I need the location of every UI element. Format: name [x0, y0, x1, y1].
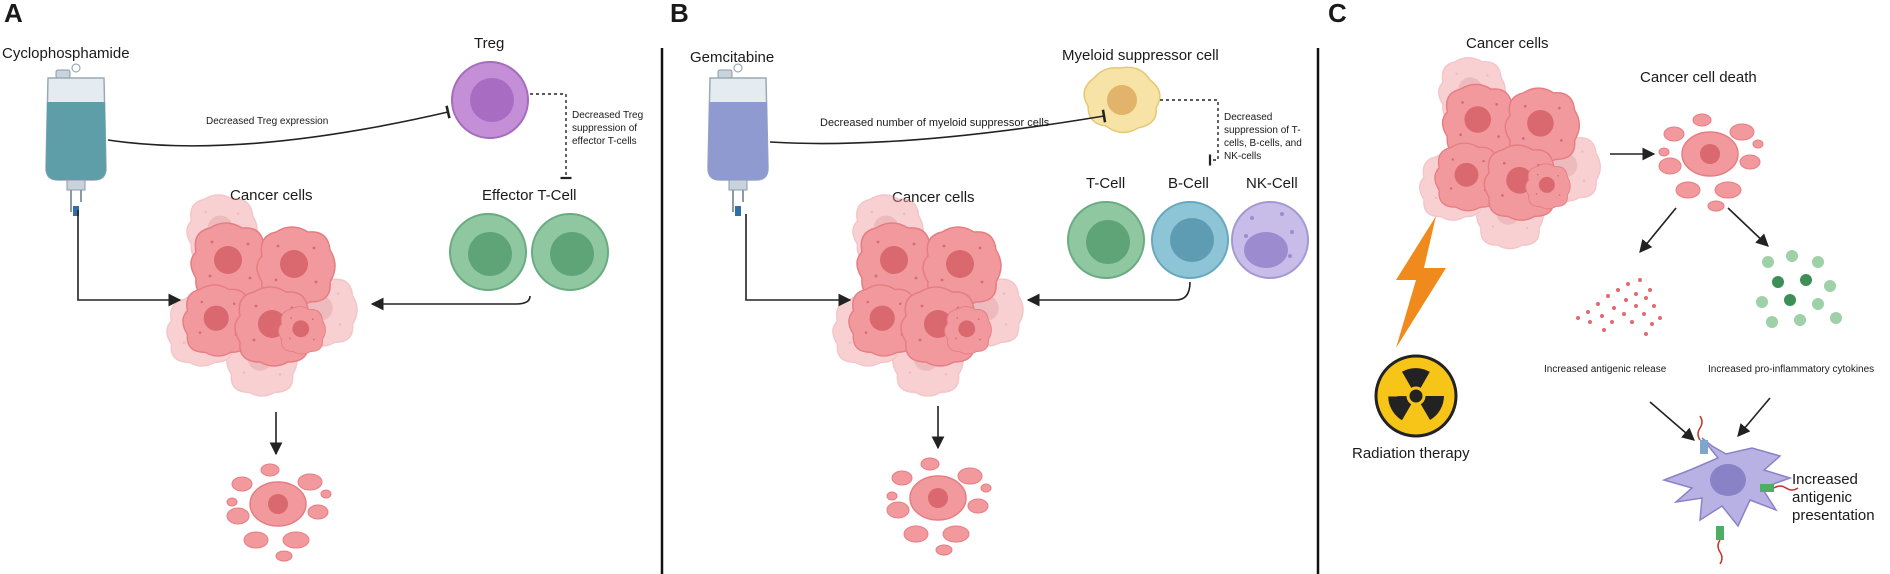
panel-c-letter: C [1328, 0, 1347, 28]
myeloid-cell-icon [1083, 66, 1161, 134]
drug-label-gemcitabine: Gemcitabine [690, 49, 774, 66]
panel-b-letter: B [670, 0, 689, 28]
tcell-label: T-Cell [1086, 175, 1125, 192]
cancer-cluster-c [1420, 58, 1601, 249]
arrow-death-to-antigen [1639, 207, 1677, 253]
edge-label-treg: Decreased Treg expression [206, 116, 328, 127]
edge-label-myeloid: Decreased number of myeloid suppressor c… [820, 117, 1050, 129]
inhibit-edge-treg [107, 105, 451, 147]
myeloid-supp-line-3: cells, B-cells, and [1224, 138, 1302, 149]
iv-bag-icon [45, 63, 107, 217]
panel-b: B Gemcitabine Myeloid suppressor cell De… [670, 0, 1309, 556]
cancer-cluster-b [833, 195, 1023, 396]
arrow-death-to-cytokines [1727, 207, 1769, 247]
bcell-label: B-Cell [1168, 175, 1209, 192]
arrow-drug-to-cancer-b [745, 214, 852, 307]
presentation-line-1: Increased [1792, 471, 1858, 488]
cytokines-label: Increased pro-inflammatory cytokines [1708, 364, 1874, 375]
cancer-cells-label-a: Cancer cells [230, 187, 313, 204]
presentation-line-3: presentation [1792, 507, 1875, 524]
lightning-icon [1396, 216, 1446, 348]
inhibit-edge-treg-effector [530, 93, 572, 180]
treg-label: Treg [474, 35, 504, 52]
myeloid-supp-line-4: NK-cells [1224, 151, 1261, 162]
presentation-line-2: antigenic [1792, 489, 1853, 506]
drug-label-cyclophosphamide: Cyclophosphamide [2, 45, 130, 62]
arrow-effector-to-cancer [370, 295, 531, 311]
myeloid-supp-line-2: suppression of T- [1224, 125, 1301, 136]
dendritic-cell-icon [1661, 415, 1799, 565]
effector-tcell-icon [449, 213, 609, 291]
arrow-cytokines-to-dc [1737, 397, 1771, 437]
panel-a-letter: A [4, 0, 23, 28]
inhibit-edge-myeloid-cells [1160, 99, 1219, 166]
panel-c: C Cancer cells Cancer cell death Radiati… [1328, 0, 1875, 565]
arrow-antigen-to-dc [1649, 401, 1695, 441]
arrow-drug-to-cancer-a [77, 210, 182, 307]
cell-death-label: Cancer cell death [1640, 69, 1757, 86]
inhibit-edge-myeloid [769, 109, 1107, 145]
cancer-cluster-a [167, 195, 357, 396]
myeloid-label: Myeloid suppressor cell [1062, 47, 1219, 64]
cancer-cells-label-c: Cancer cells [1466, 35, 1549, 52]
dead-cell-c [1658, 113, 1764, 212]
tcell-icon [1067, 201, 1145, 279]
suppression-line-1: Decreased Treg [572, 110, 643, 121]
dead-cell-b [886, 457, 992, 556]
radiation-label: Radiation therapy [1352, 445, 1470, 462]
radiation-icon [1374, 354, 1458, 438]
suppression-line-2: suppression of [572, 123, 637, 134]
effector-tcell-label: Effector T-Cell [482, 187, 576, 204]
dead-cell-a [226, 463, 332, 562]
iv-bag-icon-b [707, 63, 769, 217]
antigen-dots-icon [1576, 278, 1662, 336]
myeloid-supp-line-1: Decreased [1224, 112, 1272, 123]
arrow-immune-to-cancer [1026, 281, 1191, 307]
antigen-release-label: Increased antigenic release [1544, 364, 1667, 375]
suppression-line-3: effector T-cells [572, 136, 637, 147]
cytokines-dots-icon [1756, 250, 1842, 328]
nkcell-icon [1231, 201, 1309, 279]
bcell-icon [1151, 201, 1229, 279]
nkcell-label: NK-Cell [1246, 175, 1298, 192]
panel-a: A Cyclophosphamide Treg Decreased Treg e… [2, 0, 643, 562]
treg-cell-icon [451, 61, 529, 139]
